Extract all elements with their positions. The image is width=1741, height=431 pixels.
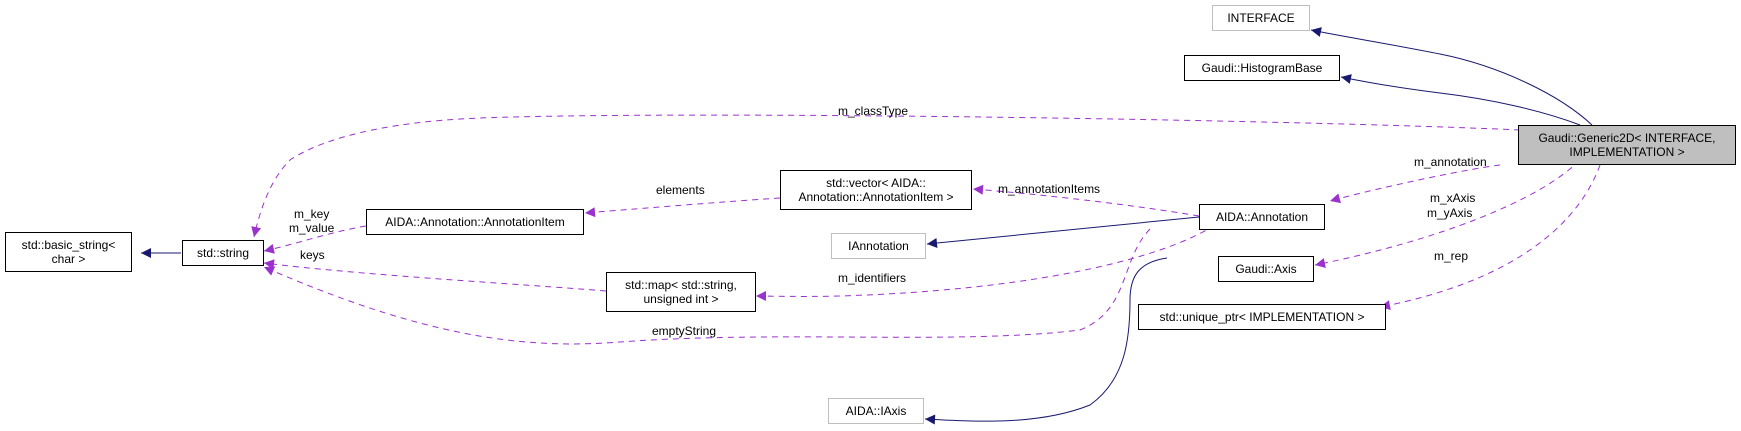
node-gaudi-axis[interactable]: Gaudi::Axis xyxy=(1218,256,1314,282)
node-std-vector-annotationitem[interactable]: std::vector< AIDA:: Annotation::Annotati… xyxy=(780,170,972,210)
edge-label-m-annotationitems: m_annotationItems xyxy=(998,182,1101,196)
edge-generic2d-to-uniqueptr xyxy=(1379,164,1601,311)
edge-generic2d-to-interface xyxy=(1310,27,1593,126)
node-iannotation[interactable]: IAnnotation xyxy=(831,233,926,259)
node-gaudi-histogrambase[interactable]: Gaudi::HistogramBase xyxy=(1184,55,1340,81)
node-aida-annotation-annotationitem[interactable]: AIDA::Annotation::AnnotationItem xyxy=(366,209,584,235)
node-std-string[interactable]: std::string xyxy=(182,240,264,266)
edge-generic2d-to-annotation xyxy=(1329,164,1501,204)
edge-generic2d-to-histogrambase xyxy=(1340,74,1581,126)
edge-axis-to-iaxis xyxy=(924,257,1168,425)
edge-annotation-to-iannotation xyxy=(926,216,1200,248)
edge-label-m-identifiers: m_identifiers xyxy=(838,271,907,285)
edge-label-m-rep: m_rep xyxy=(1434,249,1469,263)
node-std-basic-string[interactable]: std::basic_string< char > xyxy=(5,232,132,272)
edge-label-m-key: m_key xyxy=(294,207,330,221)
edge-label-m-xaxis: m_xAxis xyxy=(1430,191,1476,205)
node-aida-iaxis[interactable]: AIDA::IAxis xyxy=(828,398,924,424)
edge-label-m-value: m_value xyxy=(289,221,335,235)
edge-vector-to-annotationitem xyxy=(584,197,781,218)
edge-label-m-yaxis: m_yAxis xyxy=(1427,206,1473,220)
edge-label-keys: keys xyxy=(300,248,325,262)
node-gaudi-generic2d[interactable]: Gaudi::Generic2D< INTERFACE, IMPLEMENTAT… xyxy=(1518,125,1736,165)
edge-label-m-annotation: m_annotation xyxy=(1414,155,1487,169)
node-interface[interactable]: INTERFACE xyxy=(1212,5,1310,31)
node-std-unique-ptr-implementation[interactable]: std::unique_ptr< IMPLEMENTATION > xyxy=(1138,304,1386,330)
node-aida-annotation[interactable]: AIDA::Annotation xyxy=(1199,204,1325,230)
edge-map-to-string xyxy=(263,259,607,292)
edge-annotation-to-map xyxy=(755,224,1216,302)
edge-label-m-classtype: m_classType xyxy=(838,104,909,118)
edge-annotation-to-string-emptystring xyxy=(263,228,1151,345)
edge-label-emptystring: emptyString xyxy=(652,324,717,338)
edge-label-elements: elements xyxy=(656,183,705,197)
edge-annotationitem-to-string xyxy=(263,225,367,254)
node-std-map-string-uint[interactable]: std::map< std::string, unsigned int > xyxy=(606,272,756,312)
edge-generic2d-to-axis xyxy=(1314,159,1581,268)
edge-annotation-to-vector xyxy=(972,184,1200,217)
